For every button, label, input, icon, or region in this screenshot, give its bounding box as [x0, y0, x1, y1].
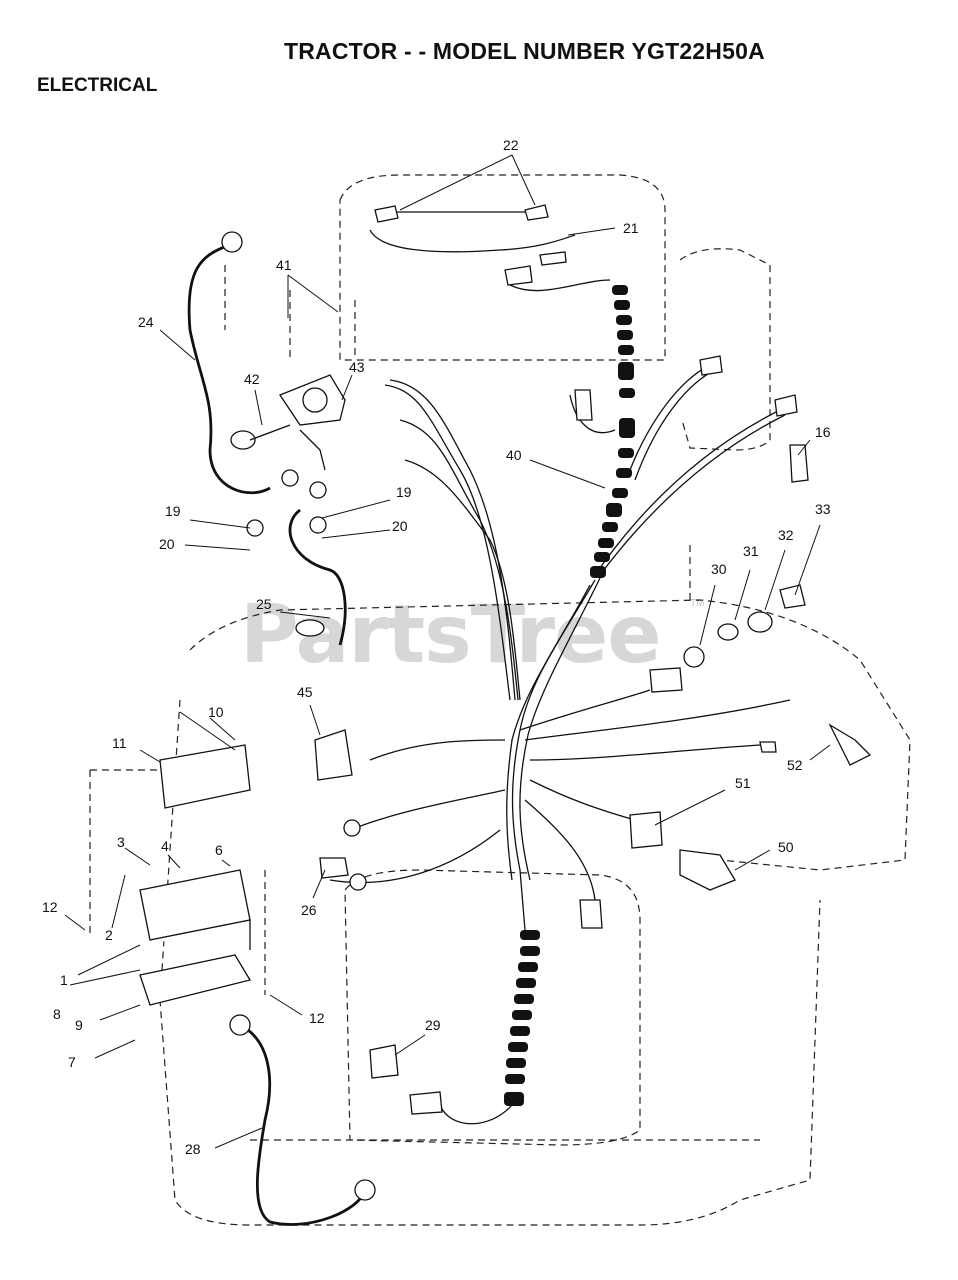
callout-16: 16 [815, 424, 831, 440]
callout-30: 30 [711, 561, 727, 577]
callout-21: 21 [623, 220, 639, 236]
callout-51: 51 [735, 775, 751, 791]
callout-28: 28 [185, 1141, 201, 1157]
conduit-40 [590, 285, 635, 578]
battery-cables [187, 243, 367, 1226]
callout-52: 52 [787, 757, 803, 773]
callout-24: 24 [138, 314, 154, 330]
wire-harness [329, 211, 791, 1125]
callout-9: 9 [75, 1017, 83, 1033]
callout-45: 45 [297, 684, 313, 700]
callout-22: 22 [503, 137, 519, 153]
callout-33: 33 [815, 501, 831, 517]
callout-42: 42 [244, 371, 260, 387]
callout-40: 40 [506, 447, 522, 463]
callout-26: 26 [301, 902, 317, 918]
callout-20a: 20 [159, 536, 175, 552]
page-title: TRACTOR - - MODEL NUMBER YGT22H50A [284, 38, 765, 64]
callouts: 22 21 41 24 42 43 40 16 19 20 19 20 25 3… [42, 137, 831, 1157]
callout-6: 6 [215, 842, 223, 858]
callout-11: 11 [112, 735, 127, 751]
conduit-lower [504, 930, 540, 1106]
callout-43: 43 [349, 359, 365, 375]
watermark-tm: TM [690, 598, 705, 609]
callout-25: 25 [256, 596, 272, 612]
callout-2: 2 [105, 927, 113, 943]
callout-8: 8 [53, 1006, 61, 1022]
leader-lines [64, 154, 831, 1149]
components [139, 204, 872, 1201]
callout-12a: 12 [42, 899, 58, 915]
callout-29: 29 [425, 1017, 441, 1033]
callout-1: 1 [60, 972, 68, 988]
callout-20b: 20 [392, 518, 408, 534]
callout-12b: 12 [309, 1010, 325, 1026]
callout-50: 50 [778, 839, 794, 855]
callout-3: 3 [117, 834, 125, 850]
tractor-outline [89, 174, 911, 1226]
callout-31: 31 [743, 543, 759, 559]
callout-19b: 19 [396, 484, 412, 500]
callout-32: 32 [778, 527, 794, 543]
callout-41: 41 [276, 257, 292, 273]
callout-10: 10 [208, 704, 224, 720]
callout-4: 4 [161, 838, 169, 854]
callout-19a: 19 [165, 503, 181, 519]
callout-7: 7 [68, 1054, 76, 1070]
section-title: ELECTRICAL [37, 75, 158, 96]
